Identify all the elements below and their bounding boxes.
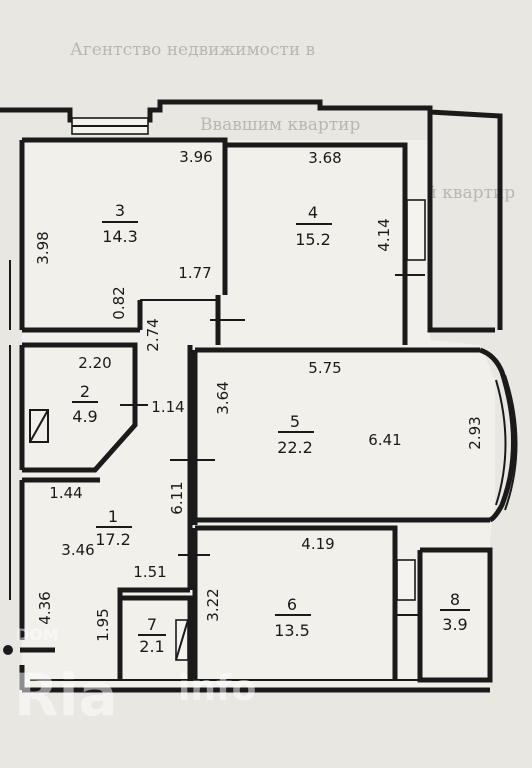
room-8-area: 3.9 [442, 615, 467, 634]
dim-2-74: 2.74 [144, 318, 162, 351]
floor-area [22, 140, 495, 690]
room-6-area: 13.5 [274, 621, 310, 640]
room-1-area: 17.2 [95, 530, 131, 549]
background-text-1: Агентство недвижимости в [70, 40, 315, 60]
dim-0-82: 0.82 [110, 286, 128, 319]
room-7-walls [3, 595, 193, 680]
dim-3-22: 3.22 [204, 588, 222, 621]
dim-1-14: 1.14 [151, 398, 184, 416]
watermark-top: DOM [16, 625, 59, 644]
room-5-area: 22.2 [277, 438, 313, 457]
room-7-area: 2.1 [139, 637, 164, 656]
dim-1-51: 1.51 [133, 563, 166, 581]
dim-4-14: 4.14 [375, 218, 393, 251]
watermark-small: info [178, 668, 256, 709]
room-8-number: 8 [450, 590, 460, 609]
dim-4-19: 4.19 [301, 535, 334, 553]
dim-2-20: 2.20 [78, 354, 111, 372]
dim-3-96: 3.96 [179, 148, 212, 166]
room-7-number: 7 [147, 615, 157, 634]
room-8-walls [417, 547, 493, 683]
room-5-number: 5 [290, 412, 300, 431]
watermark: DOM Ria info [14, 625, 256, 729]
room-1-walls [22, 345, 215, 680]
dim-3-64: 3.64 [214, 381, 232, 414]
room-4-walls [210, 112, 495, 345]
room-3-number: 3 [115, 201, 125, 220]
room-6-number: 6 [287, 595, 297, 614]
room-4-number: 4 [308, 203, 318, 222]
room-2-area: 4.9 [72, 407, 97, 426]
dim-1-44: 1.44 [49, 484, 82, 502]
dim-2-93: 2.93 [466, 416, 484, 449]
room-3-area: 14.3 [102, 227, 138, 246]
dim-1-77: 1.77 [178, 264, 211, 282]
dim-4-36: 4.36 [36, 591, 54, 624]
room-4-area: 15.2 [295, 230, 331, 249]
dim-1-95: 1.95 [94, 608, 112, 641]
room-3-walls [22, 137, 228, 333]
room-1-number: 1 [108, 507, 118, 526]
dim-6-41: 6.41 [368, 431, 401, 449]
room-2-number: 2 [80, 382, 90, 401]
watermark-main: Ria [14, 661, 118, 729]
room-5-walls [192, 347, 518, 525]
outer-walls [0, 99, 503, 693]
background-text-2: Ввавшим квартир [200, 115, 360, 135]
room-2-walls [22, 342, 148, 473]
dim-6-11: 6.11 [168, 481, 186, 514]
dim-3-98: 3.98 [34, 231, 52, 264]
dim-5-75: 5.75 [308, 359, 341, 377]
dim-3-46: 3.46 [61, 541, 94, 559]
dim-3-68: 3.68 [308, 149, 341, 167]
room-6-walls [192, 525, 420, 680]
